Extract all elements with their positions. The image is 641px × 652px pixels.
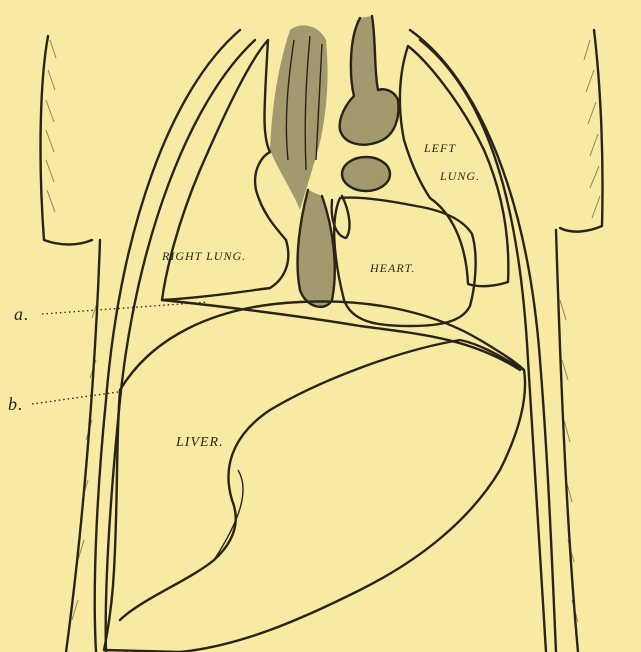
label-marker-b: b. bbox=[8, 394, 24, 414]
label-left-lung-line2: LUNG. bbox=[439, 169, 480, 183]
label-left-lung-line1: LEFT bbox=[423, 141, 456, 155]
pleura-outline bbox=[95, 30, 556, 652]
label-heart: HEART. bbox=[369, 261, 415, 275]
left-lung bbox=[400, 46, 508, 286]
liver bbox=[104, 340, 525, 652]
label-right-lung: RIGHT LUNG. bbox=[161, 249, 246, 263]
marker-a-line bbox=[42, 302, 208, 314]
label-liver: LIVER. bbox=[175, 435, 224, 450]
mediastinum-shading bbox=[270, 25, 328, 210]
label-marker-a: a. bbox=[14, 304, 30, 324]
